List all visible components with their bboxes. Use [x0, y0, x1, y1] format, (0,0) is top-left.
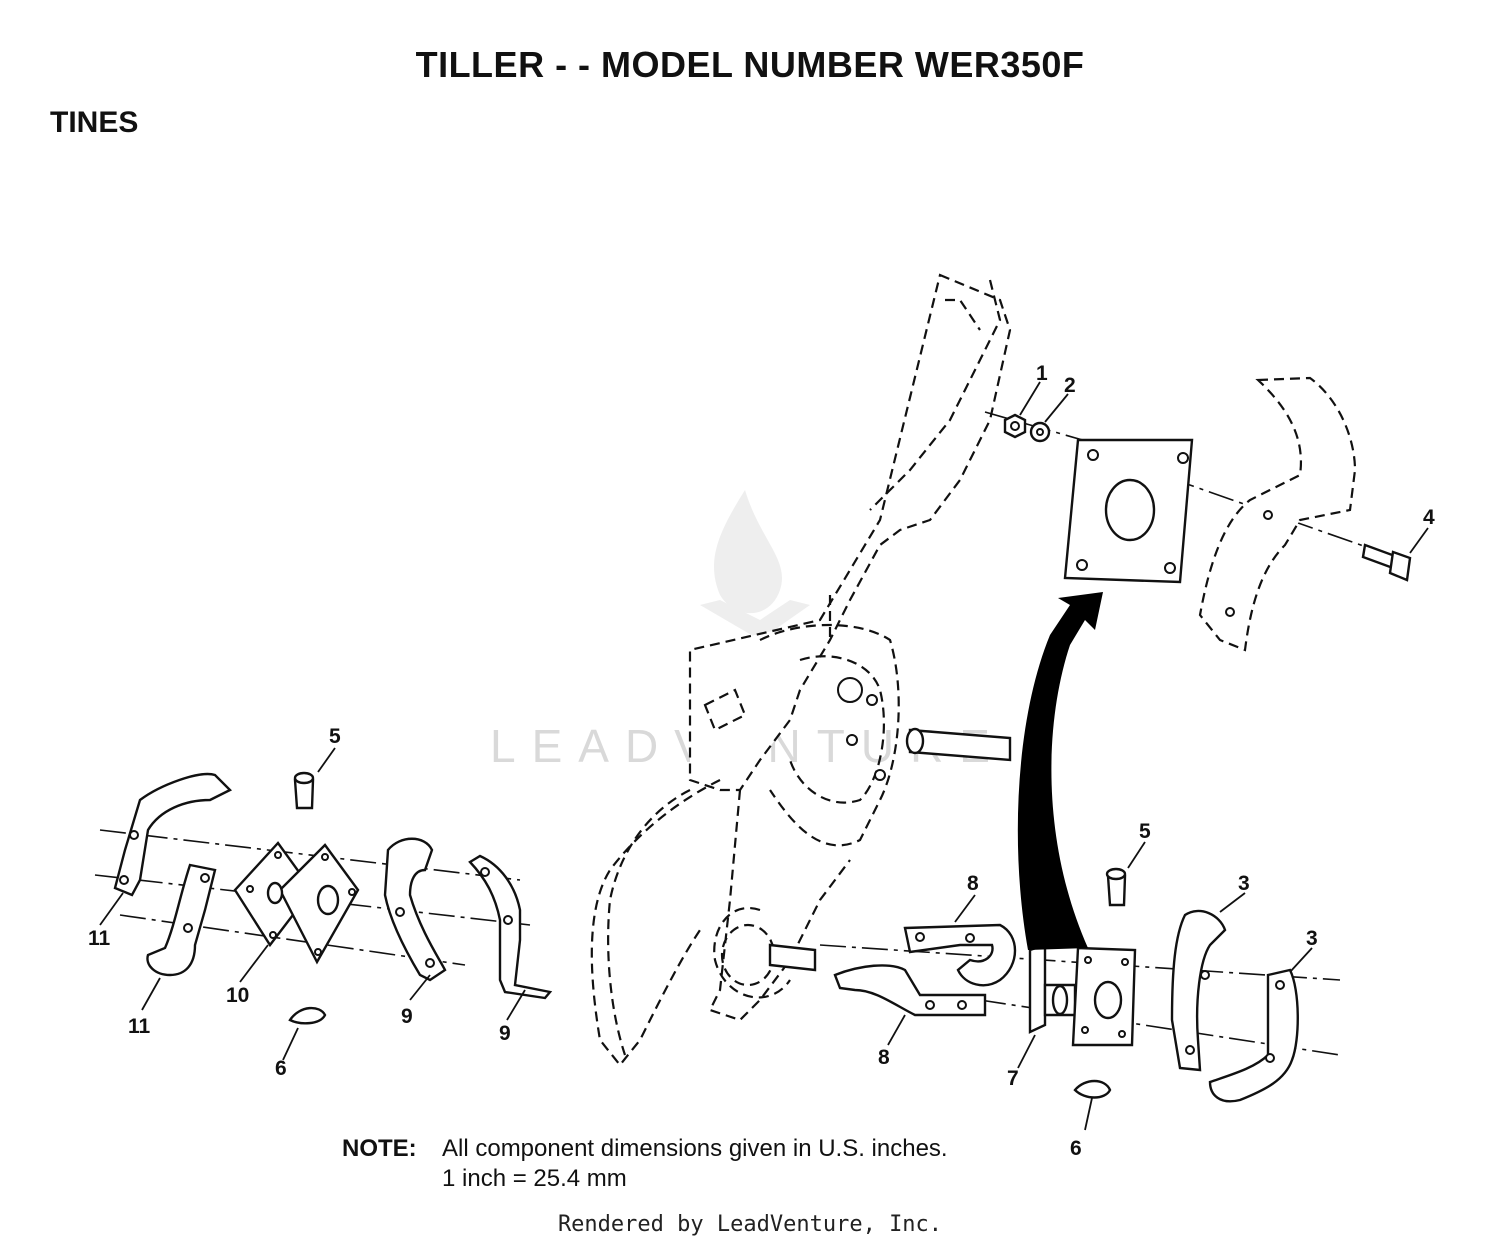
callout-11-lower: 11	[128, 1015, 151, 1038]
pin-5-right	[1106, 874, 1127, 907]
note-line-1: All component dimensions given in U.S. i…	[442, 1135, 948, 1162]
right-tine-assembly	[819, 867, 1341, 1103]
note-line-2: 1 inch = 25.4 mm	[442, 1165, 627, 1192]
tine-3-flat	[1208, 968, 1299, 1103]
left-tine-assembly	[94, 771, 553, 1025]
tiller-housing-outline	[590, 273, 1012, 1067]
tine-11-upper	[113, 772, 233, 897]
tine-outline-dashed	[1198, 376, 1357, 652]
callout-10: 10	[226, 984, 249, 1007]
callout-2: 2	[1064, 374, 1076, 397]
clip-6-left	[288, 1006, 327, 1025]
callout-3-a: 3	[1238, 872, 1250, 895]
tine-9-curved	[383, 837, 447, 982]
section-heading: TINES	[50, 106, 139, 139]
tine-11-lower	[146, 863, 217, 977]
callout-6-right: 6	[1070, 1137, 1082, 1160]
callout-5-left: 5	[329, 725, 341, 748]
callout-6-left: 6	[275, 1057, 287, 1080]
callout-9-curved: 9	[401, 1005, 413, 1028]
tine-9-flat	[468, 854, 553, 1000]
note-label: NOTE:	[342, 1135, 417, 1162]
callout-3-b: 3	[1306, 927, 1318, 950]
callout-4: 4	[1423, 506, 1435, 529]
hub-7	[1028, 943, 1047, 1034]
callout-8-lower: 8	[878, 1046, 890, 1069]
assembly-arrow	[1017, 592, 1103, 950]
callout-7: 7	[1007, 1067, 1019, 1090]
callout-5-right: 5	[1139, 820, 1151, 843]
callout-1: 1	[1036, 362, 1048, 385]
diagram-title: TILLER - - MODEL NUMBER WER350F	[415, 44, 1085, 85]
dimension-note: NOTE: All component dimensions given in U…	[342, 1134, 948, 1194]
callout-11-upper: 11	[88, 927, 111, 950]
upper-right-detail	[984, 376, 1412, 950]
tine-3-curved	[1170, 909, 1227, 1072]
footer-credit: Rendered by LeadVenture, Inc.	[557, 1212, 943, 1237]
callout-labels: 1 2 3 3 4 5 5 6 6 7 8 8 9 9 10 11 11	[88, 362, 1435, 1160]
callout-8-upper: 8	[967, 872, 979, 895]
watermark-flame-logo	[700, 490, 810, 640]
tine-8-lower	[833, 964, 987, 1017]
callout-9-flat: 9	[499, 1022, 511, 1045]
leader-lines	[99, 381, 1429, 1131]
tine-8-upper	[903, 923, 1017, 987]
clip-6-right	[1073, 1079, 1112, 1099]
